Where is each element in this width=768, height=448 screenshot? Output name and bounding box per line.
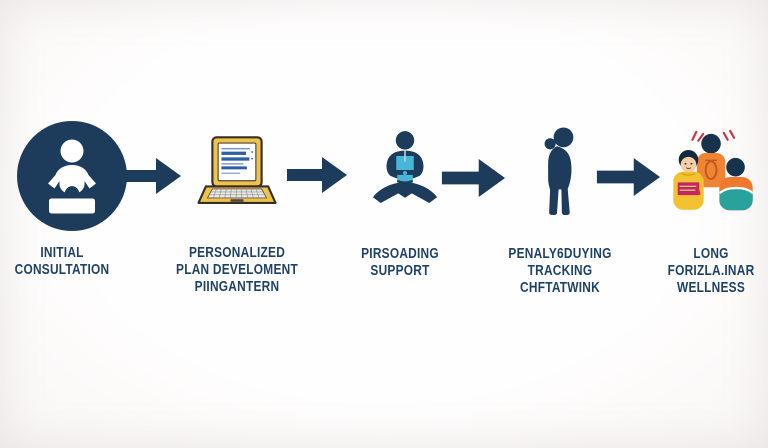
label-line: SUPPORT	[370, 263, 430, 279]
label-line: PENALY6DUYING	[508, 246, 612, 262]
label-line: PLAN DEVELOMENT	[176, 262, 298, 278]
step-label-long-term-wellness: LONG FORIZLA.INAR WELLNESS	[650, 246, 768, 297]
flow-arrow-2	[287, 156, 348, 194]
laptop-icon	[196, 134, 278, 216]
step-label-ongoing-support: PIRSOADING SUPPORT	[339, 246, 462, 280]
flow-arrow-1	[121, 157, 182, 195]
label-line: LONG	[693, 246, 729, 262]
label-line: CHFTATWINK	[520, 280, 600, 296]
label-line: PERSONALIZED	[188, 245, 286, 261]
label-line: INITIAL	[40, 245, 84, 261]
label-line: PIINGANTERN	[194, 279, 280, 295]
flow-arrow-3	[441, 158, 507, 198]
meditating-person-icon	[371, 129, 439, 213]
person-in-circle-icon	[17, 121, 127, 231]
step-label-progress-tracking: PENALY6DUYING TRACKING CHFTATWINK	[499, 246, 622, 297]
label-line: WELLNESS	[676, 280, 746, 296]
step-label-initial-consultation: INITIAL CONSULTATION	[1, 245, 124, 279]
standing-person-icon	[540, 126, 580, 220]
label-line: TRACKING	[527, 263, 593, 279]
label-line: PIRSOADING	[361, 246, 439, 262]
label-line: CONSULTATION	[14, 262, 110, 278]
flow-arrow-4	[596, 157, 662, 197]
label-line: FORIZLA.INAR	[667, 263, 755, 279]
family-group-icon	[665, 127, 760, 225]
step-label-personalized-plan: PERSONALIZED PLAN DEVELOMENT PIINGANTERN	[171, 245, 302, 296]
